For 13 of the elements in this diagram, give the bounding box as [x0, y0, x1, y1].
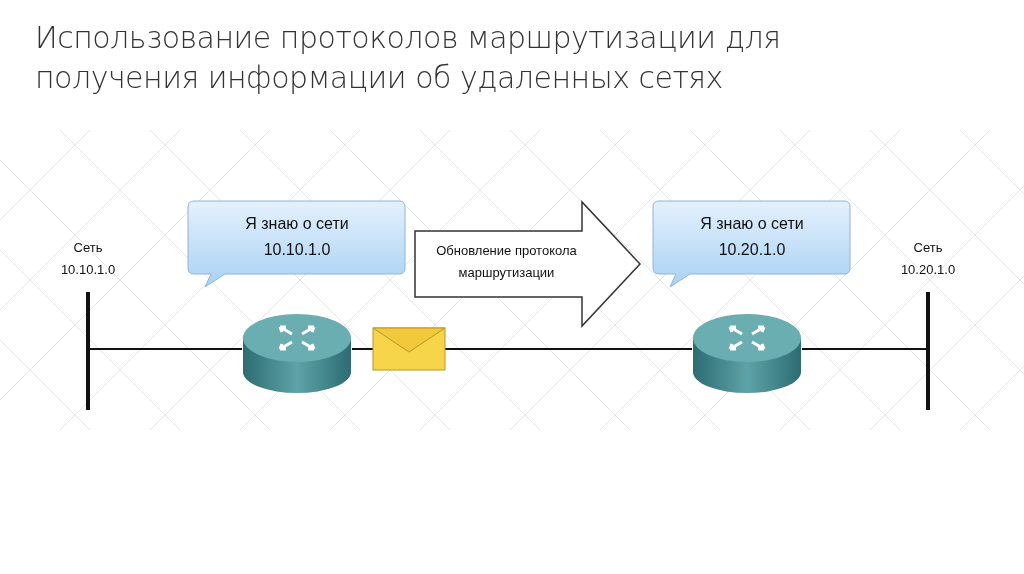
- block-arrow: [414, 200, 642, 328]
- network-address: 10.10.1.0: [262, 240, 332, 260]
- network-link: [801, 348, 927, 350]
- slide-title: Использование протоколов маршрутизации для получения информации об удаленных сетях: [35, 19, 782, 97]
- network-label: Сеть: [912, 239, 944, 257]
- bubble-text: Я знаю о сети: [699, 214, 805, 234]
- network-label: Сеть: [72, 239, 104, 257]
- bubble-text: Я знаю о сети: [244, 214, 350, 234]
- network-address: 10.20.1.0: [899, 261, 957, 279]
- network-link: [89, 348, 243, 350]
- network-address: 10.10.1.0: [59, 261, 117, 279]
- network-address: 10.20.1.0: [717, 240, 787, 260]
- edge-label: Обновление протокола маршрутизации: [435, 242, 578, 282]
